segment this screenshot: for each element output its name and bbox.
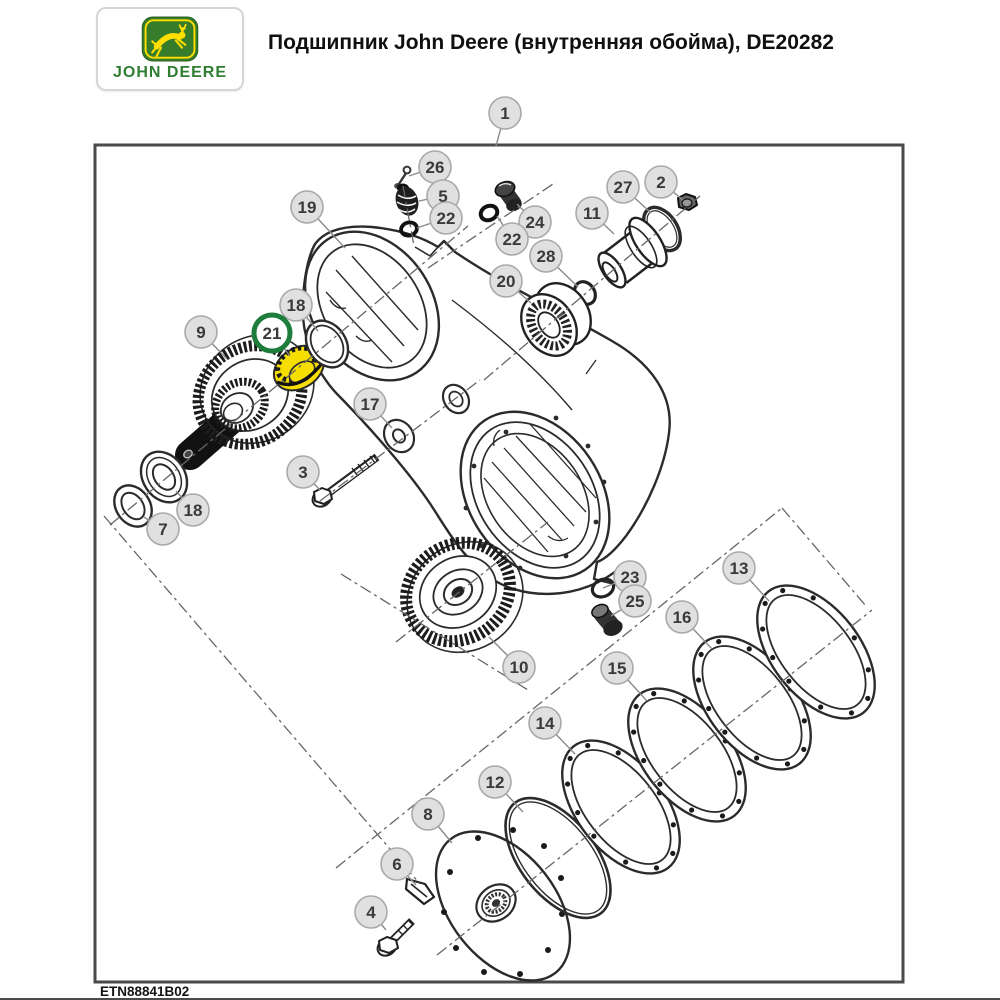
callout-number: 2 <box>656 173 665 192</box>
callout-number: 11 <box>583 204 601 223</box>
callout-number: 22 <box>503 230 522 249</box>
callout-27: 27 <box>606 170 640 204</box>
callout-number: 13 <box>730 559 749 578</box>
centerline <box>402 185 415 247</box>
callout-number: 3 <box>298 463 307 482</box>
centerline <box>436 609 873 956</box>
callout-24: 24 <box>518 205 552 239</box>
callout-number: 20 <box>497 272 516 291</box>
callout-number: 22 <box>437 209 456 228</box>
callout-6: 6 <box>380 847 414 881</box>
centerline <box>395 521 549 643</box>
drawing-reference-code: ETN88841B02 <box>100 984 190 999</box>
deer-emblem-icon <box>141 16 199 62</box>
callout-22: 22 <box>495 222 529 256</box>
centerline <box>781 507 867 607</box>
centerline <box>340 573 529 691</box>
callout-13: 13 <box>722 551 756 585</box>
callout-number: 8 <box>423 805 432 824</box>
callout-18: 18 <box>176 493 210 527</box>
callout-number: 19 <box>298 198 317 217</box>
centerline <box>109 225 469 526</box>
snapring-22b-drawing <box>478 203 500 223</box>
callout-14: 14 <box>528 706 562 740</box>
page-bottom-divider <box>0 998 1000 1000</box>
centerline <box>319 379 481 502</box>
callout-15: 15 <box>600 651 634 685</box>
gasket-drawing <box>756 584 876 720</box>
callout-number: 1 <box>500 104 509 123</box>
callout-1: 1 <box>488 96 522 130</box>
callout-18: 18 <box>279 288 313 322</box>
callout-number: 7 <box>158 520 167 539</box>
clamp-6-drawing <box>404 877 436 906</box>
callout-number: 4 <box>366 903 376 922</box>
gaskets-drawing <box>561 584 876 875</box>
callout-9: 9 <box>184 315 218 349</box>
centerline <box>427 181 557 269</box>
centerline <box>335 507 783 869</box>
callout-number: 18 <box>287 296 306 315</box>
callout-number: 25 <box>626 592 645 611</box>
callout-number: 10 <box>510 658 529 677</box>
callout-25: 25 <box>618 584 652 618</box>
callout-4: 4 <box>354 895 388 929</box>
callout-26: 26 <box>418 150 452 184</box>
callout-number: 21 <box>263 324 282 343</box>
callout-number: 9 <box>196 323 205 342</box>
john-deere-logo: JOHN DEERE <box>96 7 244 91</box>
bolt-4-drawing <box>376 918 415 957</box>
callout-22: 22 <box>429 201 463 235</box>
callout-number: 27 <box>614 178 633 197</box>
sleeve-washer-drawing <box>441 383 471 415</box>
callout-28: 28 <box>529 239 563 273</box>
callout-number: 6 <box>392 855 401 874</box>
nut-2-drawing <box>677 193 698 211</box>
callout-number: 26 <box>426 158 445 177</box>
callout-12: 12 <box>478 765 512 799</box>
logo-wordmark: JOHN DEERE <box>112 64 228 81</box>
centerline <box>103 515 421 885</box>
callout-16: 16 <box>665 600 699 634</box>
callout-7: 7 <box>146 512 180 546</box>
callout-2: 2 <box>644 165 678 199</box>
callout-number: 18 <box>184 501 203 520</box>
callout-number: 23 <box>621 568 640 587</box>
breather-5-drawing <box>395 183 419 216</box>
callout-number: 5 <box>438 187 447 206</box>
plug-25-drawing <box>591 603 623 637</box>
centerlines-layer <box>103 181 873 956</box>
callout-number: 12 <box>486 773 505 792</box>
callout-19: 19 <box>290 190 324 224</box>
bolt-3-drawing <box>311 453 380 508</box>
callout-number: 17 <box>361 395 380 414</box>
callout-8: 8 <box>411 797 445 831</box>
gear-9-drawing <box>175 333 315 470</box>
callout-20: 20 <box>489 264 523 298</box>
callout-number: 15 <box>608 659 627 678</box>
snapring-22a-drawing <box>399 220 419 238</box>
callout-10: 10 <box>502 650 536 684</box>
callout-3: 3 <box>286 455 320 489</box>
callout-number: 24 <box>526 213 545 232</box>
page-title: Подшипник John Deere (внутренняя обойма)… <box>268 31 834 54</box>
callout-11: 11 <box>575 196 609 230</box>
callout-number: 28 <box>537 247 556 266</box>
callout-number: 14 <box>536 714 555 733</box>
centerline <box>483 195 701 381</box>
callout-number: 16 <box>673 608 692 627</box>
cover-8-drawing <box>434 827 572 982</box>
callout-17: 17 <box>353 387 387 421</box>
callout-21: 21 <box>251 312 293 354</box>
